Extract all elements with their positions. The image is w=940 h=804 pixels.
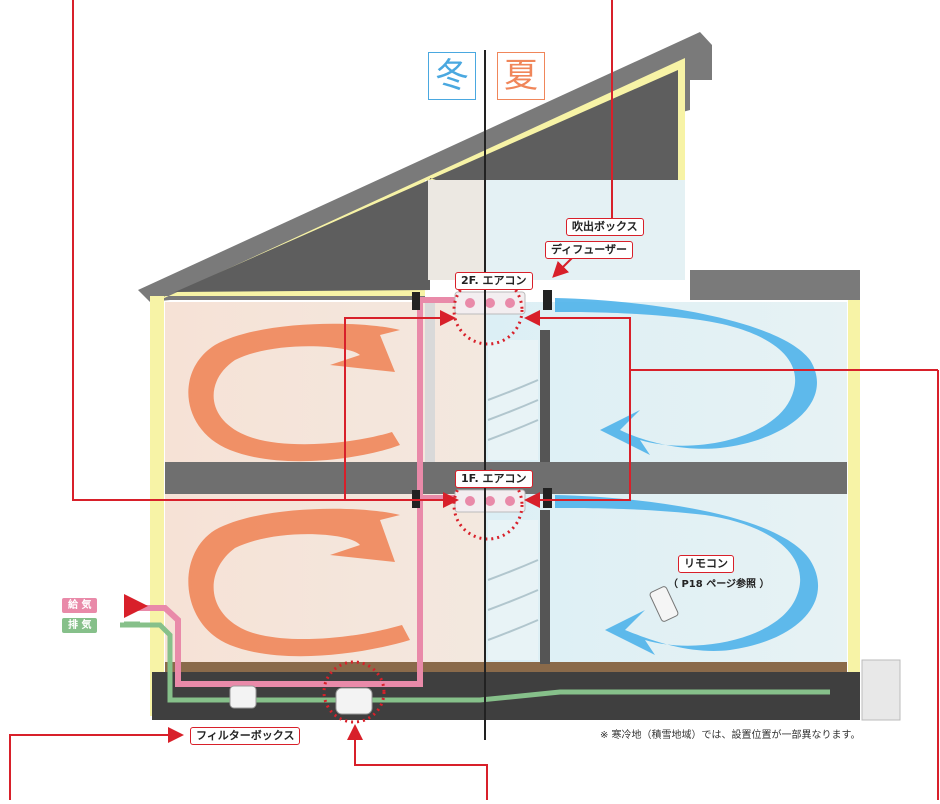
summer-label: 夏: [497, 52, 545, 100]
leader-right-1f: [524, 370, 631, 508]
right-upper-wall: [690, 270, 860, 300]
spiral-stairs-1f: [487, 520, 539, 660]
leader-bottom-center: [347, 724, 488, 800]
leader-right: [524, 310, 938, 371]
highlight-circle-1f: [452, 469, 524, 541]
right-wall: [848, 296, 860, 716]
filter-box-label: フィルターボックス: [190, 727, 301, 745]
stair-wall-2f-r: [540, 330, 550, 462]
leader-bottom-left: [9, 727, 184, 800]
winter-label: 冬: [428, 52, 476, 100]
leader-top-left: [72, 0, 459, 508]
ac-2f-label: 2F. エアコン: [455, 272, 533, 290]
warm-air-swirl-2f: [188, 323, 400, 462]
supply-duct: [130, 297, 455, 687]
remote-control-icon: [649, 586, 679, 622]
supply-air-label: 給 気: [62, 598, 98, 613]
outlet-box-label: 吹出ボックス: [566, 218, 644, 236]
exhaust-air-label: 排 気: [62, 618, 98, 633]
ac-1f-label: 1F. エアコン: [455, 470, 533, 488]
outdoor-unit: [861, 659, 901, 721]
stair-wall-2f: [425, 302, 435, 462]
filter-box-left: [229, 685, 257, 709]
filter-box-main: [335, 687, 373, 715]
remote-reference: （ P18 ページ参照 ）: [668, 579, 770, 590]
left-wall: [150, 296, 164, 716]
spiral-stairs-2f: [487, 340, 539, 460]
remote-label: リモコン: [678, 555, 734, 573]
attic-space: [175, 70, 678, 292]
highlight-circle-2f: [452, 274, 524, 346]
attic-insulation: [160, 58, 685, 300]
warm-air-swirl-1f: [188, 508, 410, 657]
ac-unit-2f: [412, 290, 552, 315]
room-2f-right: [485, 302, 847, 462]
room-1f-right: [485, 494, 847, 664]
stair-wall-1f: [540, 510, 550, 664]
cold-region-note: ※ 寒冷地（積雪地域）では、設置位置が一部異なります。: [600, 730, 861, 741]
floor-1f: [165, 662, 847, 672]
loft-room-warm: [428, 180, 485, 280]
leader-top-left-2f: [344, 310, 456, 500]
highlight-circle-filter: [322, 660, 386, 724]
diffuser-label: ディフューザー: [545, 241, 634, 259]
